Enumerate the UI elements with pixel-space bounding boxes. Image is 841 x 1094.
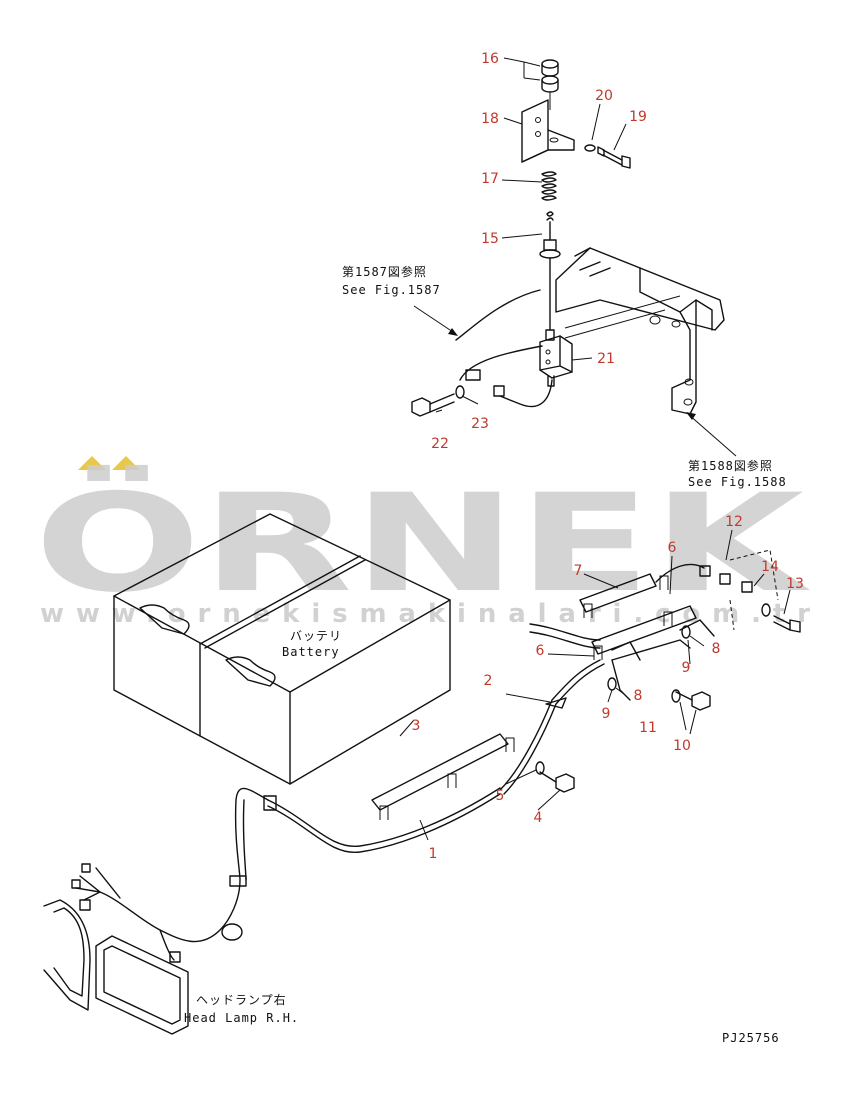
ref-fig1587-jp: 第1587図参照	[342, 264, 427, 279]
rod-top	[539, 211, 561, 331]
watermark: ÖRNEK www.ornekismakinalari.com.tr	[34, 456, 810, 629]
ref-fig1588-en: See Fig.1588	[688, 475, 787, 489]
battery-label-jp: バッテリ	[290, 629, 342, 643]
part-number-7: 7	[574, 563, 583, 579]
bolt-19	[597, 146, 631, 169]
part-number-3: 3	[412, 718, 421, 734]
watermark-brand: ÖRNEK	[34, 464, 810, 622]
part-number-8-right: 8	[712, 641, 721, 657]
part-number-18: 18	[481, 111, 499, 127]
ref-arrows	[413, 305, 737, 457]
bolt-10	[675, 691, 711, 711]
bolt-22	[411, 393, 455, 417]
part-number-5: 5	[496, 788, 505, 804]
washer-5	[535, 761, 545, 775]
washer-20	[584, 144, 596, 152]
part-number-16: 16	[481, 51, 499, 67]
part-number-17: 17	[481, 171, 499, 187]
bracket	[521, 99, 575, 163]
part-number-13: 13	[786, 576, 804, 592]
part-number-14: 14	[761, 559, 779, 575]
head-lamp	[43, 899, 189, 1035]
part-number-9-left: 9	[602, 706, 611, 722]
switch-wiring	[455, 289, 553, 408]
part-number-1: 1	[429, 846, 438, 862]
battery	[113, 513, 451, 785]
part-number-6-lower: 6	[536, 643, 545, 659]
ref-fig1587-en: See Fig.1587	[342, 283, 441, 297]
washer-11	[671, 689, 681, 703]
part-number-23: 23	[471, 416, 489, 432]
part-number-2: 2	[484, 673, 493, 689]
battery-label-en: Battery	[282, 645, 340, 659]
part-number-15: 15	[481, 231, 499, 247]
part-number-21: 21	[597, 351, 615, 367]
part-number-12: 12	[725, 514, 743, 530]
leader-lines	[399, 57, 791, 841]
part-number-8-left: 8	[634, 688, 643, 704]
bolt-4	[539, 771, 575, 793]
switch-21	[539, 329, 573, 387]
head-lamp-label-en: Head Lamp R.H.	[184, 1011, 299, 1025]
cable-clamps	[529, 573, 715, 701]
nut-pair	[541, 59, 559, 110]
spring	[541, 171, 557, 201]
drawing-code: PJ25756	[722, 1031, 780, 1045]
text-labels: 第1587図参照 See Fig.1587 第1588図参照 See Fig.1…	[184, 264, 787, 1045]
part-number-19: 19	[629, 109, 647, 125]
frame-bracket	[555, 247, 725, 415]
part-number-22: 22	[431, 436, 449, 452]
cable-1	[263, 659, 605, 853]
part-number-9-right: 9	[682, 660, 691, 676]
watermark-accent-right	[112, 456, 140, 470]
headlamp-harness	[71, 787, 269, 963]
top-assembly	[521, 59, 631, 387]
head-lamp-label-jp: ヘッドランプ右	[196, 992, 287, 1007]
part-number-10: 10	[673, 738, 691, 754]
part-number-20: 20	[595, 88, 613, 104]
part-number-labels: 1 2 3 4 5 6 6 7 8 8 9 9 10 11 12 13 14 1…	[412, 51, 804, 862]
watermark-accent-left	[78, 456, 106, 470]
part-number-4: 4	[534, 810, 543, 826]
washer-23	[455, 385, 465, 399]
part-number-6-upper: 6	[668, 540, 677, 556]
right-connectors	[655, 549, 801, 633]
ref-fig1588-jp: 第1588図参照	[688, 458, 773, 473]
part-number-11: 11	[639, 720, 657, 736]
